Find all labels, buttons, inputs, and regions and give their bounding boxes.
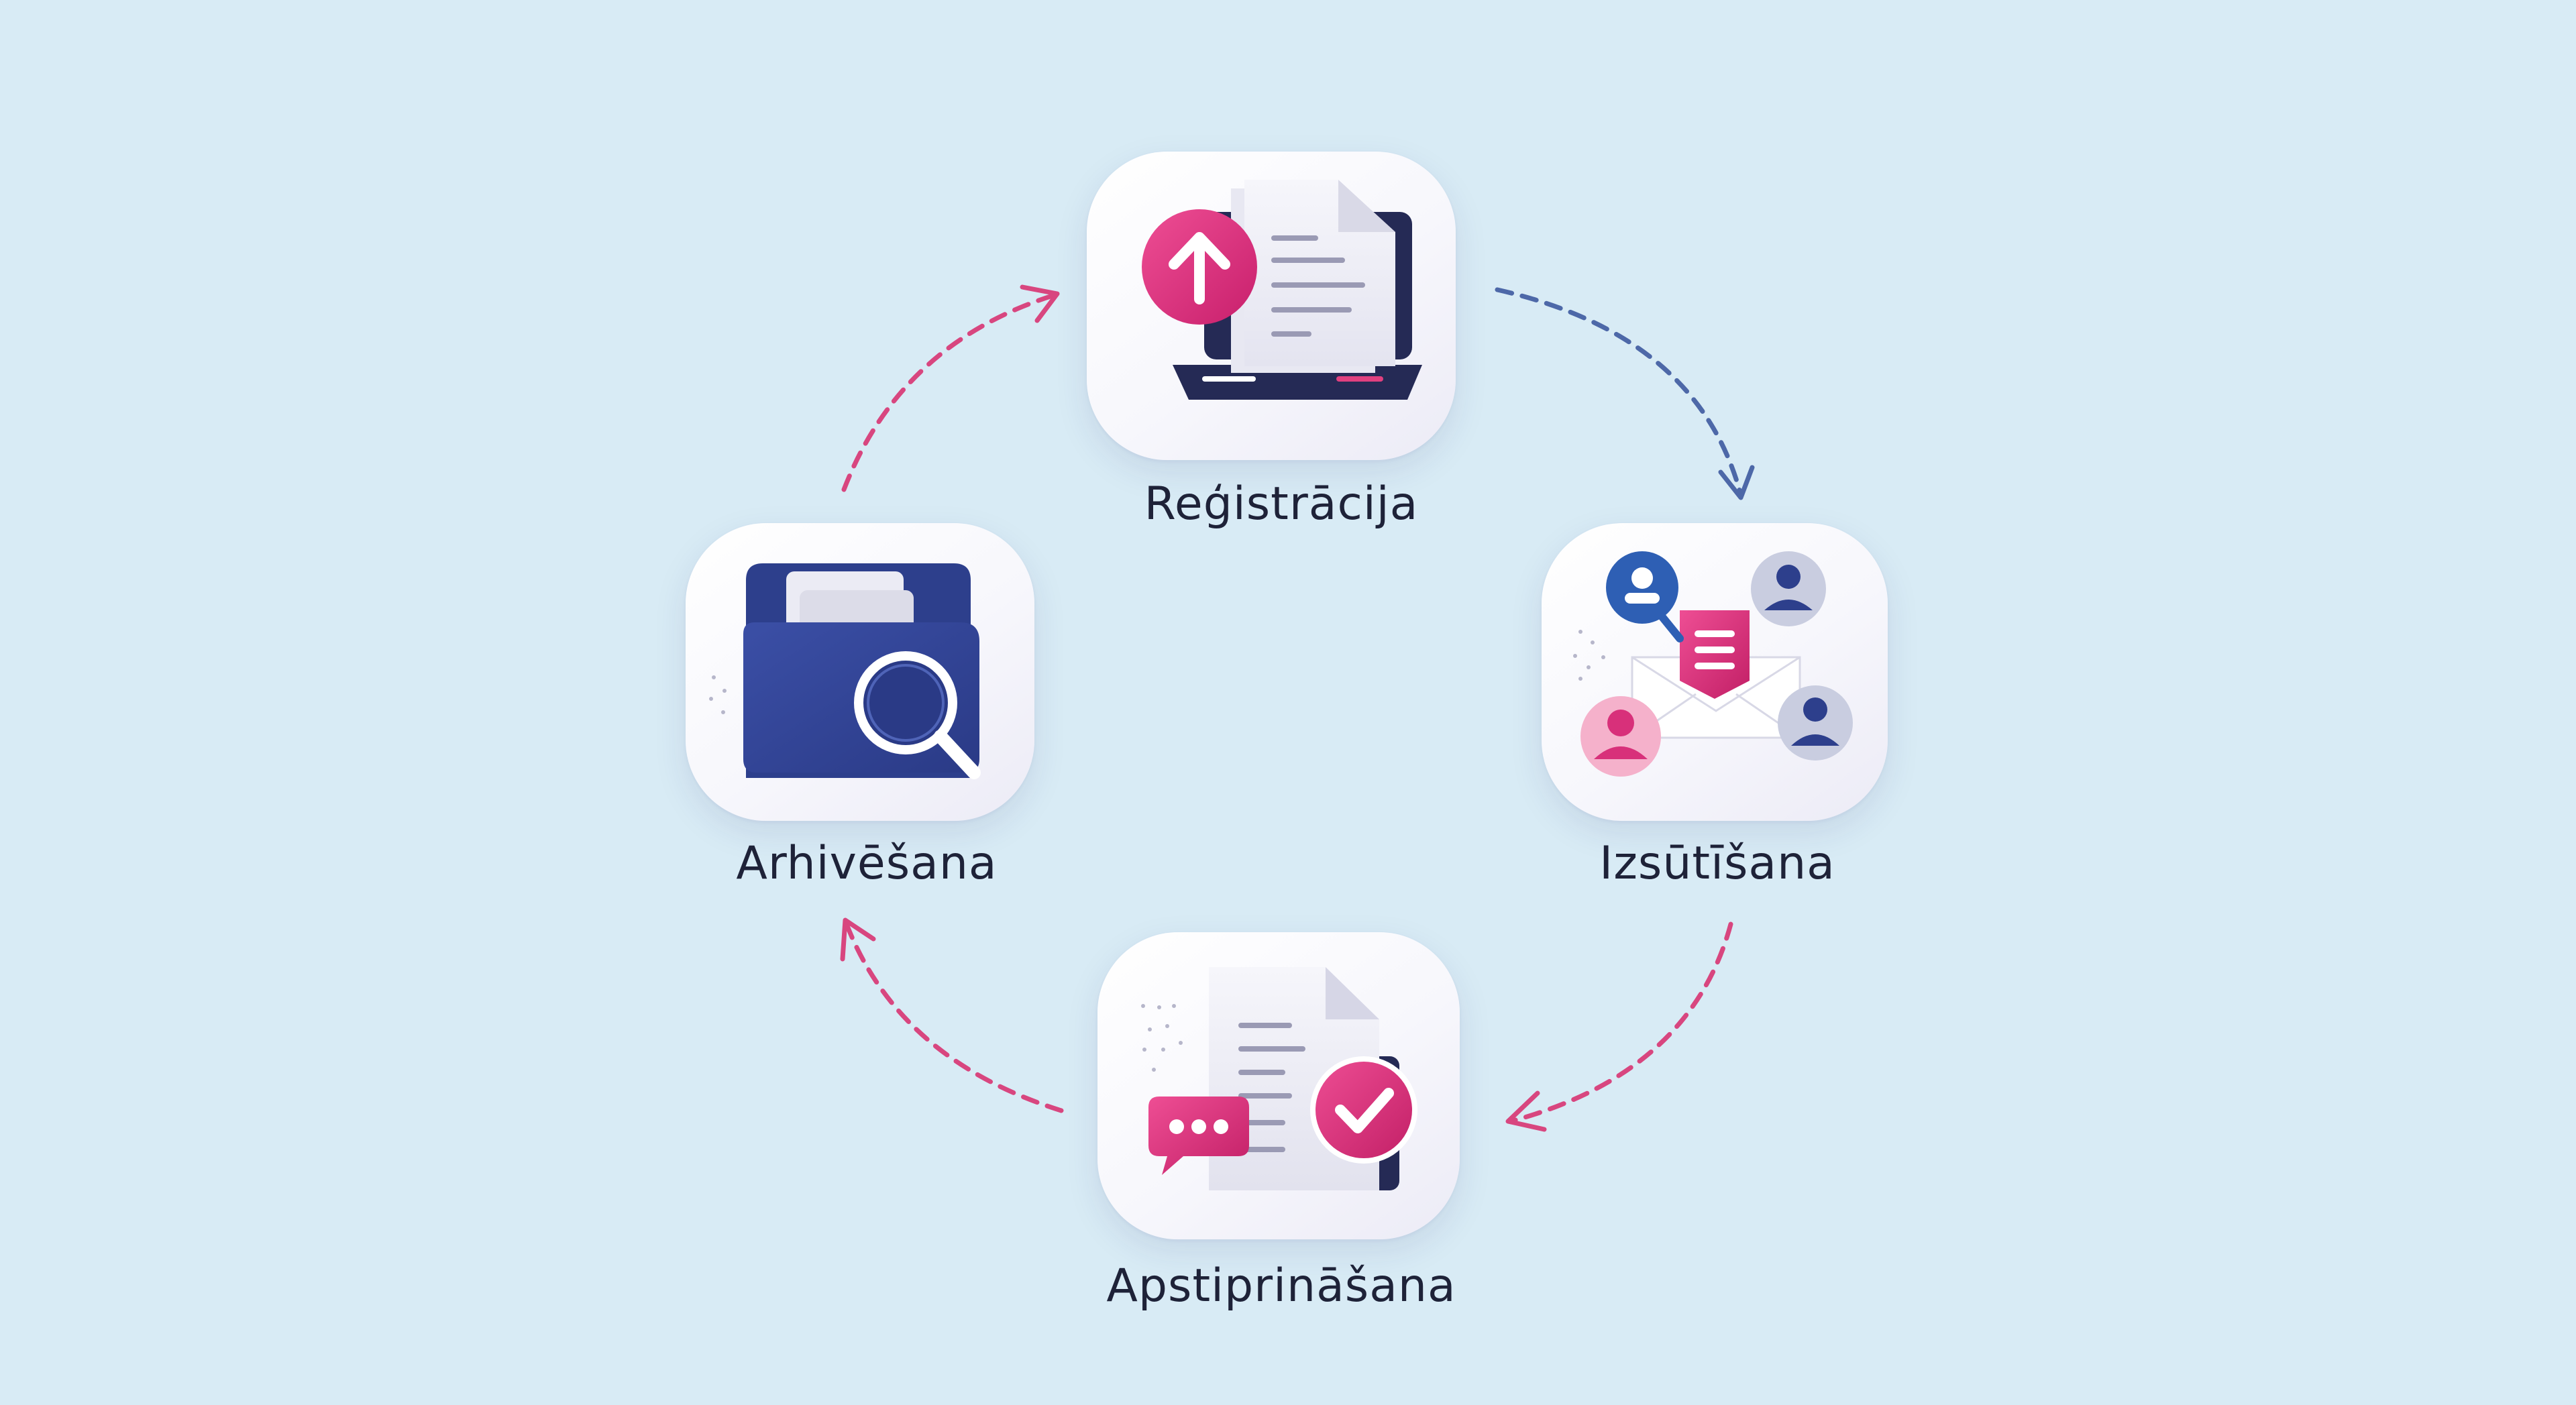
folder-search-icon [709, 563, 981, 779]
document-check-icon [1141, 967, 1417, 1190]
registration-label: Reģistrācija [1144, 477, 1419, 530]
approval-tile [1097, 932, 1460, 1239]
arrow-approval-to-archiving [844, 921, 1064, 1113]
arrow-sending-to-approval [1508, 921, 1733, 1124]
archiving-label: Arhivēšana [736, 837, 998, 890]
document-upload-icon [1142, 180, 1422, 400]
registration-tile [1087, 152, 1456, 460]
envelope-recipients-icon [1573, 551, 1853, 777]
approval-label: Apstiprināšana [1106, 1259, 1456, 1312]
archiving-tile [686, 523, 1034, 821]
arrow-registration-to-sending [1495, 287, 1743, 498]
sending-label: Izsūtīšana [1599, 837, 1835, 890]
sending-tile [1542, 523, 1888, 821]
arrow-archiving-to-registration [841, 292, 1057, 492]
